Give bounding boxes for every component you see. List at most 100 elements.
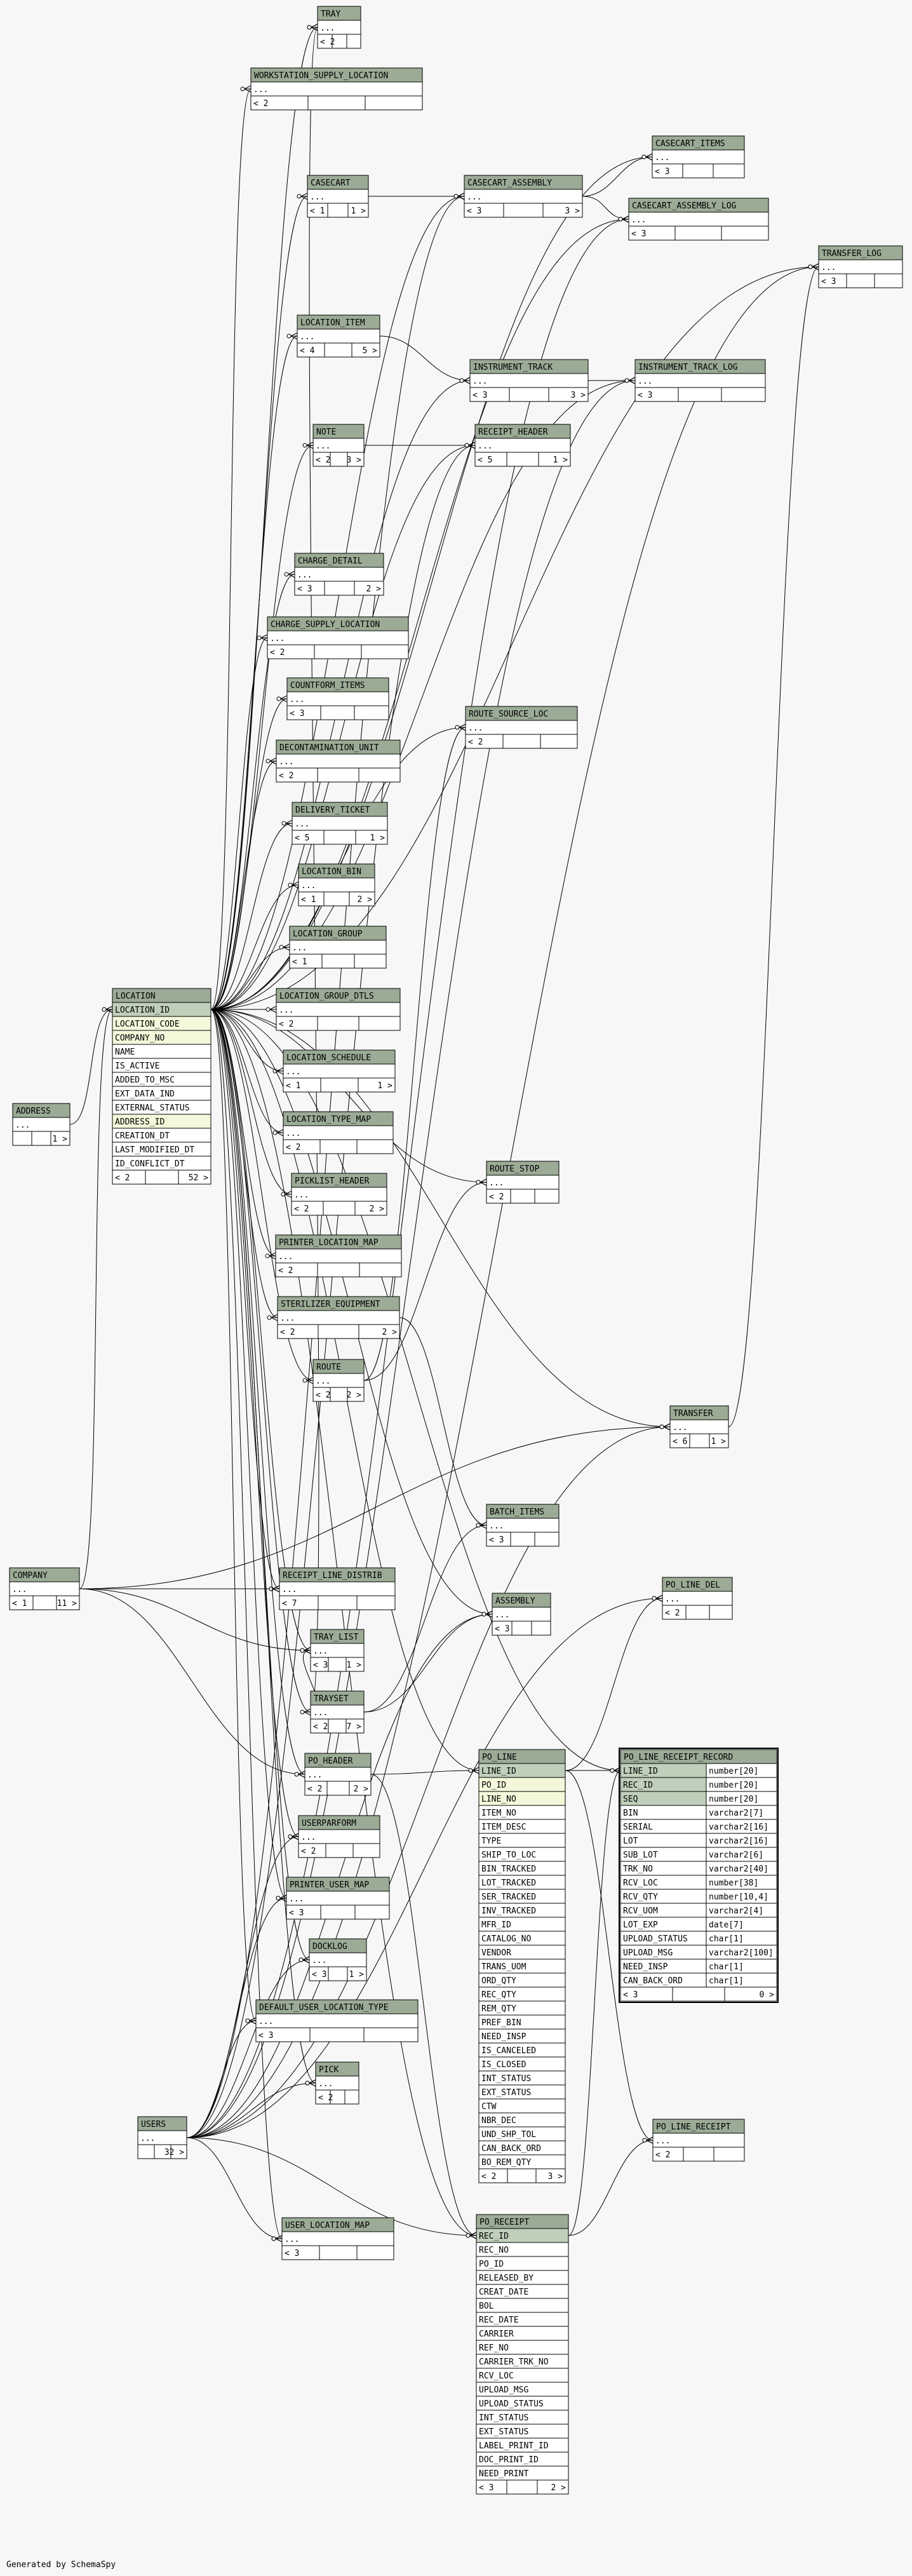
parent-count[interactable]: < 3 (631, 229, 646, 239)
parent-count[interactable]: < 2 (320, 37, 335, 47)
column-name[interactable]: RCV_UOM (623, 1906, 658, 1916)
column-name[interactable]: REC_ID (623, 1781, 653, 1790)
column-name[interactable]: COMPANY_NO (115, 1034, 164, 1043)
table-route-source-loc[interactable]: ROUTE_SOURCE_LOC...< 2 (465, 706, 578, 749)
column-name[interactable]: NBR_DEC (481, 2116, 516, 2126)
column-name[interactable]: SERIAL (623, 1823, 653, 1832)
column-name[interactable]: CATALOG_NO (481, 1934, 531, 1944)
column-name[interactable]: CTW (481, 2102, 497, 2112)
column-name[interactable]: ... (489, 1178, 504, 1188)
table-users[interactable]: USERS...32 > (137, 2116, 187, 2159)
column-name[interactable]: ... (294, 1190, 309, 1200)
child-count[interactable]: 11 > (57, 1599, 77, 1608)
column-name[interactable]: NEED_PRINT (479, 2469, 528, 2479)
column-name[interactable]: ... (285, 2235, 299, 2244)
column-name[interactable]: ... (295, 819, 309, 829)
column-name[interactable]: UPLOAD_STATUS (623, 1934, 688, 1944)
column-name[interactable]: PO_ID (479, 2260, 504, 2269)
parent-count[interactable]: < 3 (285, 2249, 299, 2258)
child-count[interactable]: 1 > (370, 833, 386, 843)
table-workstation-supply-location[interactable]: WORKSTATION_SUPPLY_LOCATION...< 2 (250, 67, 423, 111)
column-name[interactable]: ... (821, 263, 836, 273)
column-name[interactable]: LINE_NO (481, 1795, 516, 1804)
column-name[interactable]: INT_STATUS (481, 2074, 531, 2084)
child-count[interactable]: 2 > (366, 584, 382, 594)
child-count[interactable]: 52 > (189, 1173, 208, 1183)
parent-count[interactable]: < 2 (489, 1192, 504, 1202)
parent-count[interactable]: < 7 (282, 1599, 297, 1608)
child-count[interactable]: 2 > (382, 1328, 398, 1337)
parent-count[interactable]: < 2 (655, 2150, 670, 2160)
parent-count[interactable]: < 6 (673, 1437, 687, 1446)
column-name[interactable]: ... (258, 2017, 273, 2026)
child-count[interactable]: 1 > (553, 455, 568, 465)
parent-count[interactable]: < 2 (279, 1020, 293, 1029)
column-name[interactable]: ITEM_DESC (481, 1823, 526, 1832)
column-name[interactable]: ... (467, 192, 481, 202)
child-count[interactable]: 2 > (354, 1784, 369, 1794)
parent-count[interactable]: < 3 (821, 277, 836, 287)
column-name[interactable]: UPLOAD_STATUS (479, 2399, 544, 2409)
parent-count[interactable]: < 1 (292, 957, 307, 967)
column-name[interactable]: RCV_LOC (623, 1878, 658, 1888)
parent-count[interactable]: < 1 (286, 1081, 300, 1091)
table-batch-items[interactable]: BATCH_ITEMS...< 3 (486, 1504, 560, 1547)
column-name[interactable]: ... (270, 634, 285, 644)
table-address[interactable]: ADDRESS...1 > (12, 1103, 70, 1146)
parent-count[interactable]: < 2 (468, 738, 483, 747)
column-name[interactable]: LINE_ID (481, 1767, 516, 1776)
child-count[interactable]: 32 > (164, 2148, 184, 2157)
column-name[interactable]: RELEASED_BY (479, 2274, 533, 2283)
column-name[interactable]: ... (253, 85, 268, 95)
column-name[interactable]: RCV_QTY (623, 1892, 658, 1902)
column-name[interactable]: BIN_TRACKED (481, 1865, 536, 1874)
column-name[interactable]: ... (290, 695, 304, 705)
parent-count[interactable]: < 3 (489, 1535, 504, 1545)
parent-count[interactable]: < 3 (290, 709, 304, 718)
table-countform-items[interactable]: COUNTFORM_ITEMS...< 3 (286, 677, 389, 720)
column-name[interactable]: NEED_INSP (481, 2032, 526, 2042)
parent-count[interactable]: < 3 (638, 391, 652, 400)
column-name[interactable]: ... (292, 943, 307, 953)
column-name[interactable]: LOCATION_ID (115, 1006, 170, 1015)
column-name[interactable]: REC_ID (479, 2232, 509, 2241)
column-name[interactable]: CAN_BACK_ORD (481, 2144, 541, 2154)
column-name[interactable]: ... (316, 1377, 330, 1386)
parent-count[interactable]: < 2 (253, 99, 268, 109)
parent-count[interactable]: < 2 (286, 1143, 300, 1152)
table-po-receipt[interactable]: PO_RECEIPTREC_IDREC_NOPO_IDRELEASED_BYCR… (476, 2214, 569, 2495)
column-name[interactable]: LINE_ID (623, 1767, 658, 1776)
table-casecart-assembly-log[interactable]: CASECART_ASSEMBLY_LOG...< 3 (628, 198, 769, 241)
column-name[interactable]: ... (307, 1770, 322, 1780)
column-name[interactable]: MFR_ID (481, 1920, 511, 1930)
table-po-line-receipt[interactable]: PO_LINE_RECEIPT...< 2 (652, 2119, 745, 2162)
column-name[interactable]: ... (468, 724, 483, 733)
table-location-type-map[interactable]: LOCATION_TYPE_MAP...< 2 (283, 1111, 394, 1154)
parent-count[interactable]: < 3 (289, 1908, 304, 1918)
parent-count[interactable]: < 3 (479, 2483, 493, 2493)
column-name[interactable]: LABEL_PRINT_ID (479, 2441, 549, 2451)
table-decontamination-unit[interactable]: DECONTAMINATION_UNIT...< 2 (276, 739, 401, 783)
table-po-line-del[interactable]: PO_LINE_DEL...< 2 (662, 1577, 733, 1620)
column-name[interactable]: ... (310, 192, 325, 202)
child-count[interactable]: 1 > (349, 1970, 365, 1979)
child-count[interactable]: 3 > (548, 2172, 563, 2182)
column-name[interactable]: ... (301, 881, 316, 891)
column-name[interactable]: ... (12, 1585, 27, 1595)
column-name[interactable]: UPLOAD_MSG (479, 2385, 528, 2395)
column-name[interactable]: CARRIER (479, 2330, 514, 2339)
column-name[interactable]: CAN_BACK_ORD (623, 1976, 683, 1986)
child-count[interactable]: 1 > (53, 1135, 68, 1144)
table-location-group[interactable]: LOCATION_GROUP...< 1 (289, 926, 387, 969)
column-name[interactable]: LOCATION_CODE (115, 1020, 180, 1029)
